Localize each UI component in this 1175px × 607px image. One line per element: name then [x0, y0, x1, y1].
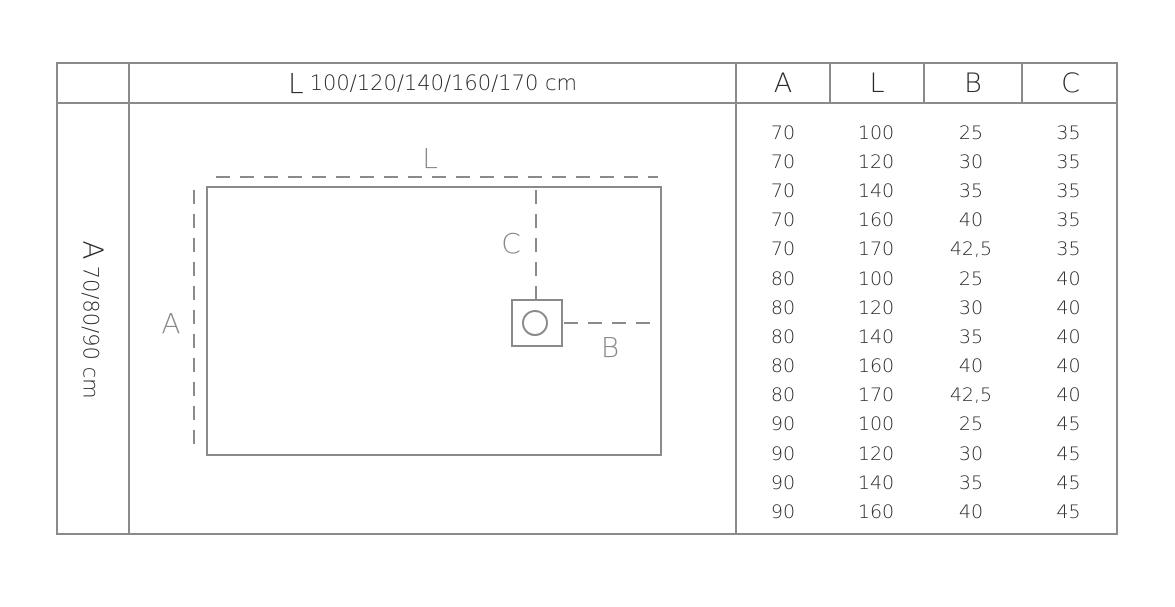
cell-b: 30 — [958, 442, 984, 465]
table-row: 70 120 30 35 — [737, 147, 1118, 176]
cell-a: 90 — [770, 471, 796, 494]
cell-a: 70 — [770, 121, 796, 144]
cell-c: 35 — [1056, 121, 1081, 144]
table-row: 90 140 35 45 — [737, 468, 1118, 497]
table-row: 80 170 42,5 40 — [737, 381, 1118, 410]
header-divider — [58, 102, 1116, 104]
column-header-l: L — [869, 67, 885, 99]
divider-col-b-c — [1021, 64, 1023, 102]
cell-a: 80 — [770, 384, 796, 407]
drain-circle — [522, 310, 548, 336]
cell-b: 25 — [958, 413, 984, 436]
cell-c: 35 — [1056, 150, 1081, 173]
length-header: L 100/120/140/160/170 cm — [130, 64, 735, 102]
cell-a: 90 — [770, 413, 796, 436]
cell-c: 45 — [1056, 471, 1081, 494]
cell-c: 40 — [1056, 296, 1081, 319]
cell-b: 30 — [958, 150, 984, 173]
cell-b: 40 — [958, 209, 984, 232]
label-b: B — [601, 331, 619, 364]
table-row: 80 100 25 40 — [737, 264, 1118, 293]
cell-c: 35 — [1056, 209, 1081, 232]
table-row: 90 100 25 45 — [737, 410, 1118, 439]
cell-c: 45 — [1056, 413, 1081, 436]
label-c: C — [501, 227, 521, 260]
cell-b: 35 — [958, 325, 984, 348]
cell-a: 70 — [770, 150, 796, 173]
cell-b: 30 — [958, 296, 984, 319]
cell-a: 80 — [770, 355, 796, 378]
cell-c: 40 — [1056, 325, 1081, 348]
table-row: 70 170 42,5 35 — [737, 235, 1118, 264]
cell-l: 100 — [857, 267, 895, 290]
cell-a: 90 — [770, 501, 796, 524]
label-a: A — [161, 307, 180, 340]
table-row: 70 100 25 35 — [737, 118, 1118, 147]
cell-l: 160 — [857, 209, 895, 232]
table-row: 80 160 40 40 — [737, 352, 1118, 381]
cell-c: 45 — [1056, 501, 1081, 524]
cell-l: 120 — [857, 296, 895, 319]
column-header-b: B — [964, 67, 982, 99]
cell-b: 25 — [958, 267, 984, 290]
cell-l: 160 — [857, 501, 895, 524]
table-row: 90 120 30 45 — [737, 439, 1118, 468]
table-row: 70 160 40 35 — [737, 206, 1118, 235]
width-side-label: A 70/80/90 cm — [58, 104, 128, 535]
cell-b: 40 — [958, 355, 984, 378]
cell-b: 42,5 — [949, 238, 993, 261]
cell-a: 80 — [770, 296, 796, 319]
cell-l: 100 — [857, 121, 895, 144]
cell-b: 25 — [958, 121, 984, 144]
dimension-rows: 70 100 25 35 70 120 30 35 70 140 35 35 70 160 40 35 70 17… — [737, 118, 1118, 527]
cell-b: 40 — [958, 501, 984, 524]
cell-b: 35 — [958, 179, 984, 202]
cell-c: 35 — [1056, 238, 1081, 261]
divider-col-l-b — [923, 64, 925, 102]
cell-b: 35 — [958, 471, 984, 494]
cell-l: 140 — [857, 325, 895, 348]
cell-l: 140 — [857, 179, 895, 202]
column-header-a: A — [773, 67, 793, 99]
cell-a: 70 — [770, 179, 796, 202]
divider-col-a-l — [829, 64, 831, 102]
cell-l: 170 — [857, 384, 895, 407]
width-letter: A — [76, 240, 110, 260]
cell-l: 170 — [857, 238, 895, 261]
shower-tray-diagram: L A C B — [161, 142, 662, 456]
length-letter: L — [287, 66, 304, 100]
cell-l: 160 — [857, 355, 895, 378]
cell-a: 80 — [770, 325, 796, 348]
drain-box — [511, 299, 563, 347]
dimension-table: L 100/120/140/160/170 cm A L B C A 70/80… — [56, 62, 1118, 535]
table-row: 90 160 40 45 — [737, 497, 1118, 526]
divider-diagram-table — [735, 64, 737, 533]
cell-b: 42,5 — [949, 384, 993, 407]
length-values: 100/120/140/160/170 cm — [309, 71, 577, 95]
label-l: L — [422, 142, 438, 175]
cell-a: 90 — [770, 442, 796, 465]
divider-left-column — [128, 64, 130, 533]
cell-c: 35 — [1056, 179, 1081, 202]
cell-l: 120 — [857, 442, 895, 465]
cell-c: 40 — [1056, 267, 1081, 290]
column-header-c: C — [1061, 67, 1080, 99]
table-row: 80 120 30 40 — [737, 293, 1118, 322]
cell-c: 45 — [1056, 442, 1081, 465]
cell-c: 40 — [1056, 355, 1081, 378]
cell-a: 70 — [770, 238, 796, 261]
cell-l: 100 — [857, 413, 895, 436]
cell-c: 40 — [1056, 384, 1081, 407]
cell-l: 140 — [857, 471, 895, 494]
cell-a: 80 — [770, 267, 796, 290]
width-values: 70/80/90 cm — [78, 265, 103, 399]
cell-l: 120 — [857, 150, 895, 173]
table-row: 70 140 35 35 — [737, 176, 1118, 205]
cell-a: 70 — [770, 209, 796, 232]
tray-outline — [206, 186, 662, 456]
table-row: 80 140 35 40 — [737, 322, 1118, 351]
